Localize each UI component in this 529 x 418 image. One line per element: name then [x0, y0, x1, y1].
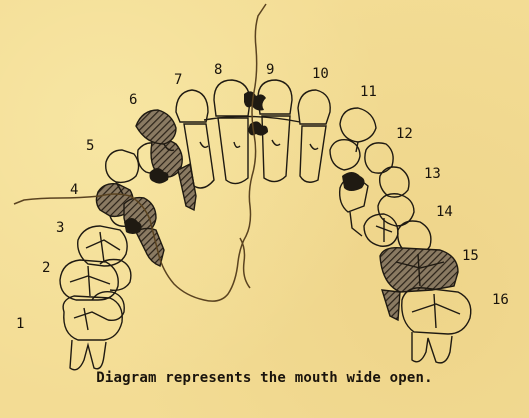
tooth-1-crown — [63, 296, 122, 340]
tooth-number-3: 3 — [56, 220, 64, 236]
tooth-10-lower — [300, 126, 326, 182]
tooth-7-mark — [200, 142, 208, 147]
tooth-number-10: 10 — [312, 66, 329, 82]
diagram-caption: Diagram represents the mouth wide open. — [0, 370, 529, 386]
tooth-number-15: 15 — [462, 248, 479, 264]
tooth-14-cusp — [376, 218, 392, 242]
tooth-number-16: 16 — [492, 292, 509, 308]
tooth-number-14: 14 — [436, 204, 453, 220]
tooth-13-root — [350, 212, 362, 236]
tooth-12-crown — [330, 140, 360, 170]
tooth-number-13: 13 — [424, 166, 441, 182]
left-molars-group — [60, 110, 196, 370]
tooth-number-4: 4 — [70, 182, 78, 198]
filling-blot-2 — [248, 121, 268, 135]
tooth-3-cusp — [86, 232, 120, 262]
tooth-10-mark — [310, 144, 318, 149]
tooth-number-12: 12 — [396, 126, 413, 142]
tooth-number-11: 11 — [360, 84, 377, 100]
tooth-8-mark — [234, 142, 240, 147]
thread-artifact — [14, 4, 266, 301]
right-molars-group — [330, 108, 471, 363]
tooth-number-9: 9 — [266, 62, 274, 78]
tooth-12b-crown — [365, 143, 393, 173]
tooth-9-lower — [262, 116, 290, 182]
tooth-7-crown — [176, 90, 208, 122]
tooth-number-2: 2 — [42, 260, 50, 276]
tooth-15b-decayed — [382, 290, 400, 320]
filling-blot-5 — [342, 172, 365, 191]
tooth-16-cusp — [412, 294, 460, 328]
tooth-16-root — [412, 332, 452, 363]
tooth-number-8: 8 — [214, 62, 222, 78]
tooth-1-root — [70, 340, 106, 370]
tooth-14b-crown — [364, 214, 398, 246]
tooth-5-crown — [106, 150, 139, 182]
tooth-8-lower — [218, 118, 248, 184]
tooth-10-crown — [298, 90, 330, 124]
tooth-6-decayed — [136, 110, 176, 144]
tooth-11-crown — [340, 108, 376, 142]
tooth-5c-decayed — [178, 164, 196, 210]
tooth-9-mark — [272, 140, 280, 145]
tooth-1-cusp — [74, 308, 108, 330]
tooth-number-6: 6 — [129, 92, 137, 108]
tooth-number-5: 5 — [86, 138, 94, 154]
tooth-number-1: 1 — [16, 316, 24, 332]
filling-blot-1 — [244, 91, 266, 110]
tooth-number-7: 7 — [174, 72, 182, 88]
